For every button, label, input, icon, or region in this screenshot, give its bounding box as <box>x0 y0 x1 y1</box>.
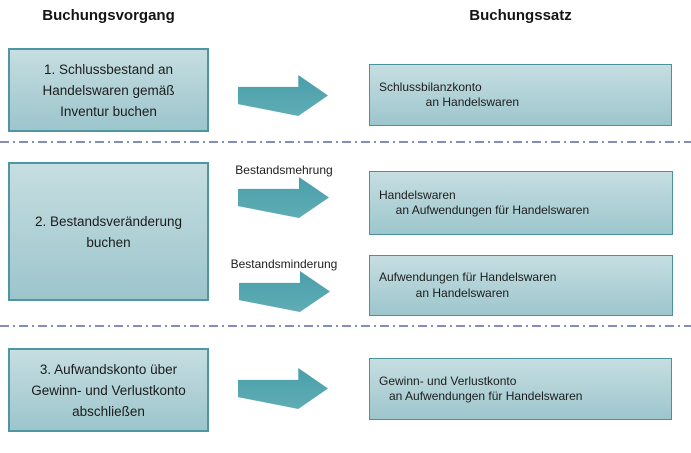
booking-box-2a: Handelswaren an Aufwendungen für Handels… <box>369 171 673 235</box>
box-line: 1. Schlussbestand an <box>43 61 174 77</box>
box-line: Inventur buchen <box>60 103 157 119</box>
box-line: Handelswaren gemäß <box>42 82 175 98</box>
process-box-2: 2. Bestandsveränderung buchen <box>8 162 209 301</box>
booking-box-1: Schlussbilanzkonto an Handelswaren <box>369 64 672 126</box>
account-line: an Aufwendungen für Handelswaren <box>379 203 590 217</box>
separator-line <box>0 325 691 327</box>
arrow-right-icon <box>238 177 329 218</box>
column-header-buchungssatz: Buchungssatz <box>469 7 572 24</box>
box-line: 2. Bestandsveränderung <box>34 213 183 229</box>
account-line: Schlussbilanzkonto <box>379 79 482 94</box>
account-line: Gewinn- und Verlustkonto <box>379 373 517 388</box>
account-line: Handelswaren <box>379 187 456 202</box>
box-line: Gewinn- und Verlustkonto <box>31 382 186 398</box>
arrow-right-icon <box>238 368 328 409</box>
arrow-right-icon <box>239 271 330 312</box>
booking-box-2b: Aufwendungen für Handelswaren an Handels… <box>369 255 673 316</box>
booking-box-3: Gewinn- und Verlustkonto an Aufwendungen… <box>369 358 672 420</box>
separator-line <box>0 141 691 143</box>
account-line: an Handelswaren <box>379 95 520 109</box>
box-line: 3. Aufwandskonto über <box>39 361 178 377</box>
arrow-right-icon <box>238 75 328 116</box>
account-line: an Handelswaren <box>379 285 510 300</box>
process-box-3: 3. Aufwandskonto über Gewinn- und Verlus… <box>8 348 209 432</box>
account-line: an Aufwendungen für Handelswaren <box>379 389 583 403</box>
account-line: Aufwendungen für Handelswaren <box>379 270 557 284</box>
process-box-1: 1. Schlussbestand an Handelswaren gemäß … <box>8 48 209 132</box>
arrow-label-bestandsminderung: Bestandsminderung <box>230 257 338 271</box>
box-line: abschließen <box>72 403 145 419</box>
arrow-label-bestandsmehrung: Bestandsmehrung <box>235 163 333 177</box>
column-header-buchungsvorgang: Buchungsvorgang <box>42 7 175 24</box>
box-line: buchen <box>86 234 131 250</box>
